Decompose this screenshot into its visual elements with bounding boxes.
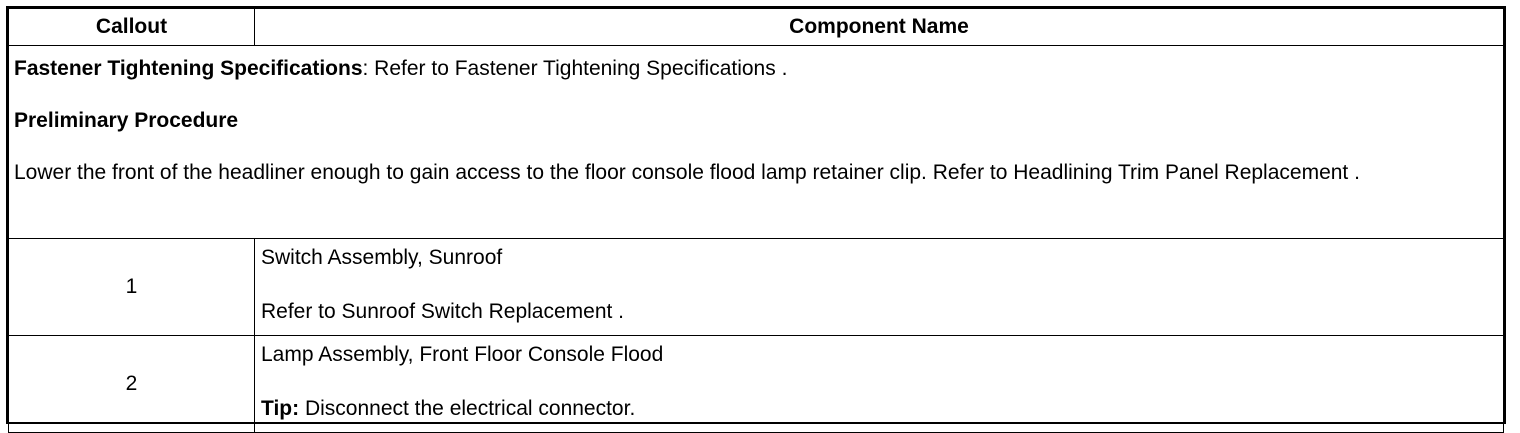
component-cell: Lamp Assembly, Front Floor Console Flood… <box>254 335 1504 433</box>
component-cell: Switch Assembly, Sunroof Refer to Sunroo… <box>254 238 1504 336</box>
procedure-table-container: Callout Component Name Fastener Tighteni… <box>6 6 1506 433</box>
tip-label: Tip: <box>261 397 300 420</box>
component-note-line: Tip: Disconnect the electrical connector… <box>261 396 1497 422</box>
intro-cell: Fastener Tightening Specifications: Refe… <box>8 45 1504 239</box>
table-row: 2 Lamp Assembly, Front Floor Console Flo… <box>8 335 1504 433</box>
preliminary-procedure-text: Lower the front of the headliner enough … <box>14 161 1360 184</box>
callout-header: Callout <box>8 8 255 46</box>
component-note: Refer to Sunroof Switch Replacement . <box>261 300 625 323</box>
preliminary-procedure-heading: Preliminary Procedure <box>14 109 239 132</box>
table-row: 1 Switch Assembly, Sunroof Refer to Sunr… <box>8 238 1504 336</box>
intro-row: Fastener Tightening Specifications: Refe… <box>8 45 1504 239</box>
component-note: Disconnect the electrical connector. <box>299 397 636 420</box>
component-name-header: Component Name <box>254 8 1504 46</box>
callout-cell: 1 <box>8 238 255 336</box>
procedure-table: Callout Component Name Fastener Tighteni… <box>8 8 1504 433</box>
component-name: Lamp Assembly, Front Floor Console Flood <box>261 343 664 366</box>
header-row: Callout Component Name <box>8 8 1504 46</box>
fastener-spec-label: Fastener Tightening Specifications <box>14 57 363 80</box>
fastener-spec-line: Fastener Tightening Specifications: Refe… <box>14 56 1497 82</box>
callout-cell: 2 <box>8 335 255 433</box>
component-name: Switch Assembly, Sunroof <box>261 246 503 269</box>
fastener-spec-text: : Refer to Fastener Tightening Specifica… <box>362 57 788 80</box>
